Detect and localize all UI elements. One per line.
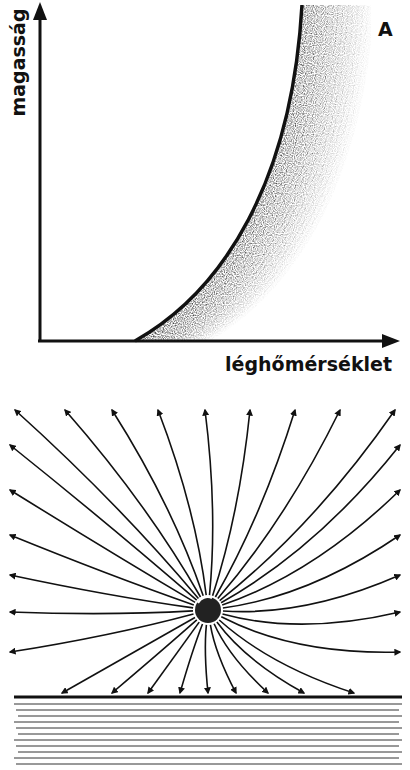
ball (195, 597, 221, 623)
field-arrow (214, 624, 268, 693)
hatch-line (14, 704, 402, 705)
hatch-line (18, 716, 402, 717)
axis-arrowhead (33, 2, 47, 20)
panel-letter: A (378, 20, 393, 39)
field-arrow (10, 490, 195, 602)
ground-hatching (14, 704, 402, 764)
hatch-line (16, 728, 402, 729)
field-arrow (222, 490, 400, 605)
field-arrow (205, 625, 208, 693)
hatch-line (14, 740, 402, 741)
hatch-line (16, 746, 399, 747)
temperature-curve (135, 5, 302, 341)
field-arrow (205, 410, 213, 595)
axis-label: magasság (9, 8, 28, 116)
hatch-line (18, 752, 402, 753)
hatch-line (14, 758, 399, 759)
stipple-band (204, 5, 371, 341)
axis-label: léghőmérséklet (225, 355, 392, 374)
field-arrow (62, 618, 195, 694)
field-arrow (158, 410, 206, 595)
field-arrow (223, 612, 401, 624)
hatch-line (14, 722, 399, 723)
field-arrow (223, 535, 400, 608)
field-arrow (220, 410, 395, 601)
field-arrow (112, 410, 203, 596)
axis-arrowhead (382, 334, 400, 348)
field-arrow (10, 575, 193, 608)
field-arrow (223, 575, 400, 612)
field-arrow (210, 625, 236, 693)
hatch-line (18, 734, 399, 735)
field-arrow (148, 622, 199, 693)
field-arrow (10, 614, 194, 652)
hatch-line (16, 710, 399, 711)
field-arrow (221, 617, 400, 652)
field-arrow (10, 445, 197, 600)
field-arrow (65, 410, 201, 597)
field-arrow (10, 611, 193, 614)
field-arrow (10, 535, 194, 605)
field-arrow (15, 410, 198, 599)
stipple-shading (139, 5, 371, 341)
field-arrow (215, 410, 295, 597)
ball-highlight (198, 597, 212, 603)
hatch-line (16, 764, 402, 765)
radiating-arrows (10, 410, 400, 693)
field-arrow (221, 445, 400, 603)
ground-line (14, 696, 402, 699)
